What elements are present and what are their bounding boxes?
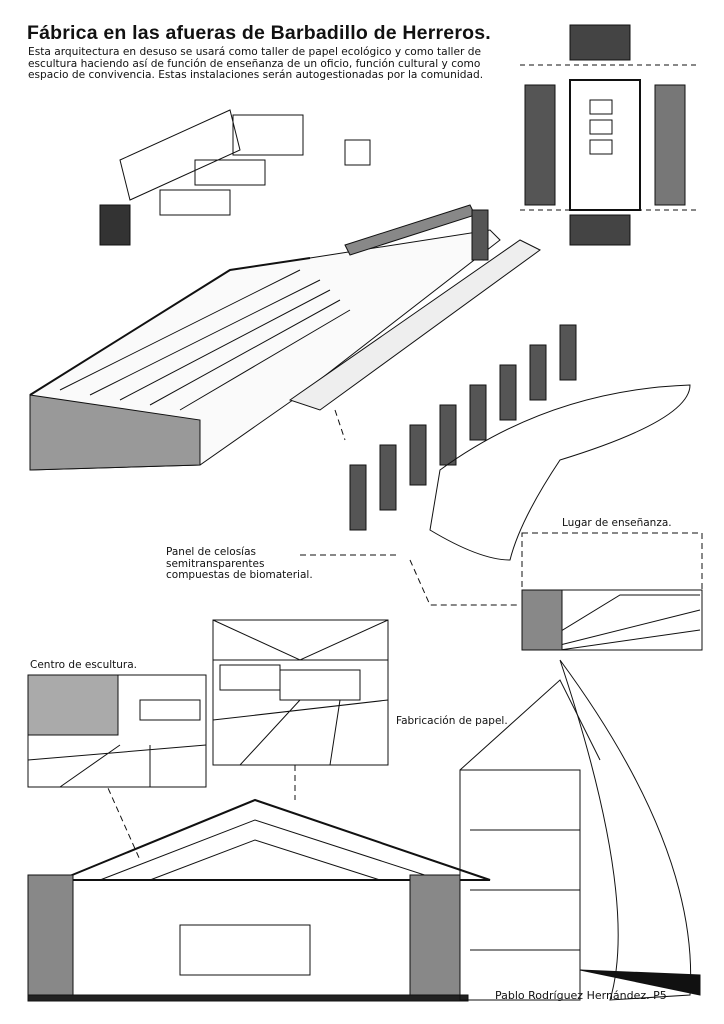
floor-plan: [520, 24, 700, 246]
author-credit: Pablo Rodríguez Hernández. P5: [495, 989, 667, 1002]
teaching-view: [521, 589, 703, 651]
lattice-panel: [429, 384, 691, 561]
paper-view: [212, 619, 389, 766]
building-axonometric: [29, 204, 541, 471]
label-paper: Fabricación de papel.: [396, 715, 508, 727]
label-teaching: Lugar de enseñanza.: [562, 517, 672, 529]
label-sculpture: Centro de escultura.: [30, 659, 138, 671]
lattice-towers: [349, 209, 577, 531]
building-section: [27, 659, 701, 1002]
label-lattice-panel: Panel de celosías semitransparentes comp…: [166, 546, 313, 581]
furniture-axonometric: [99, 109, 371, 246]
sculpture-view: [27, 674, 207, 788]
page-title: Fábrica en las afueras de Barbadillo de …: [27, 22, 491, 44]
intro-text: Esta arquitectura en desuso se usará com…: [28, 46, 484, 82]
